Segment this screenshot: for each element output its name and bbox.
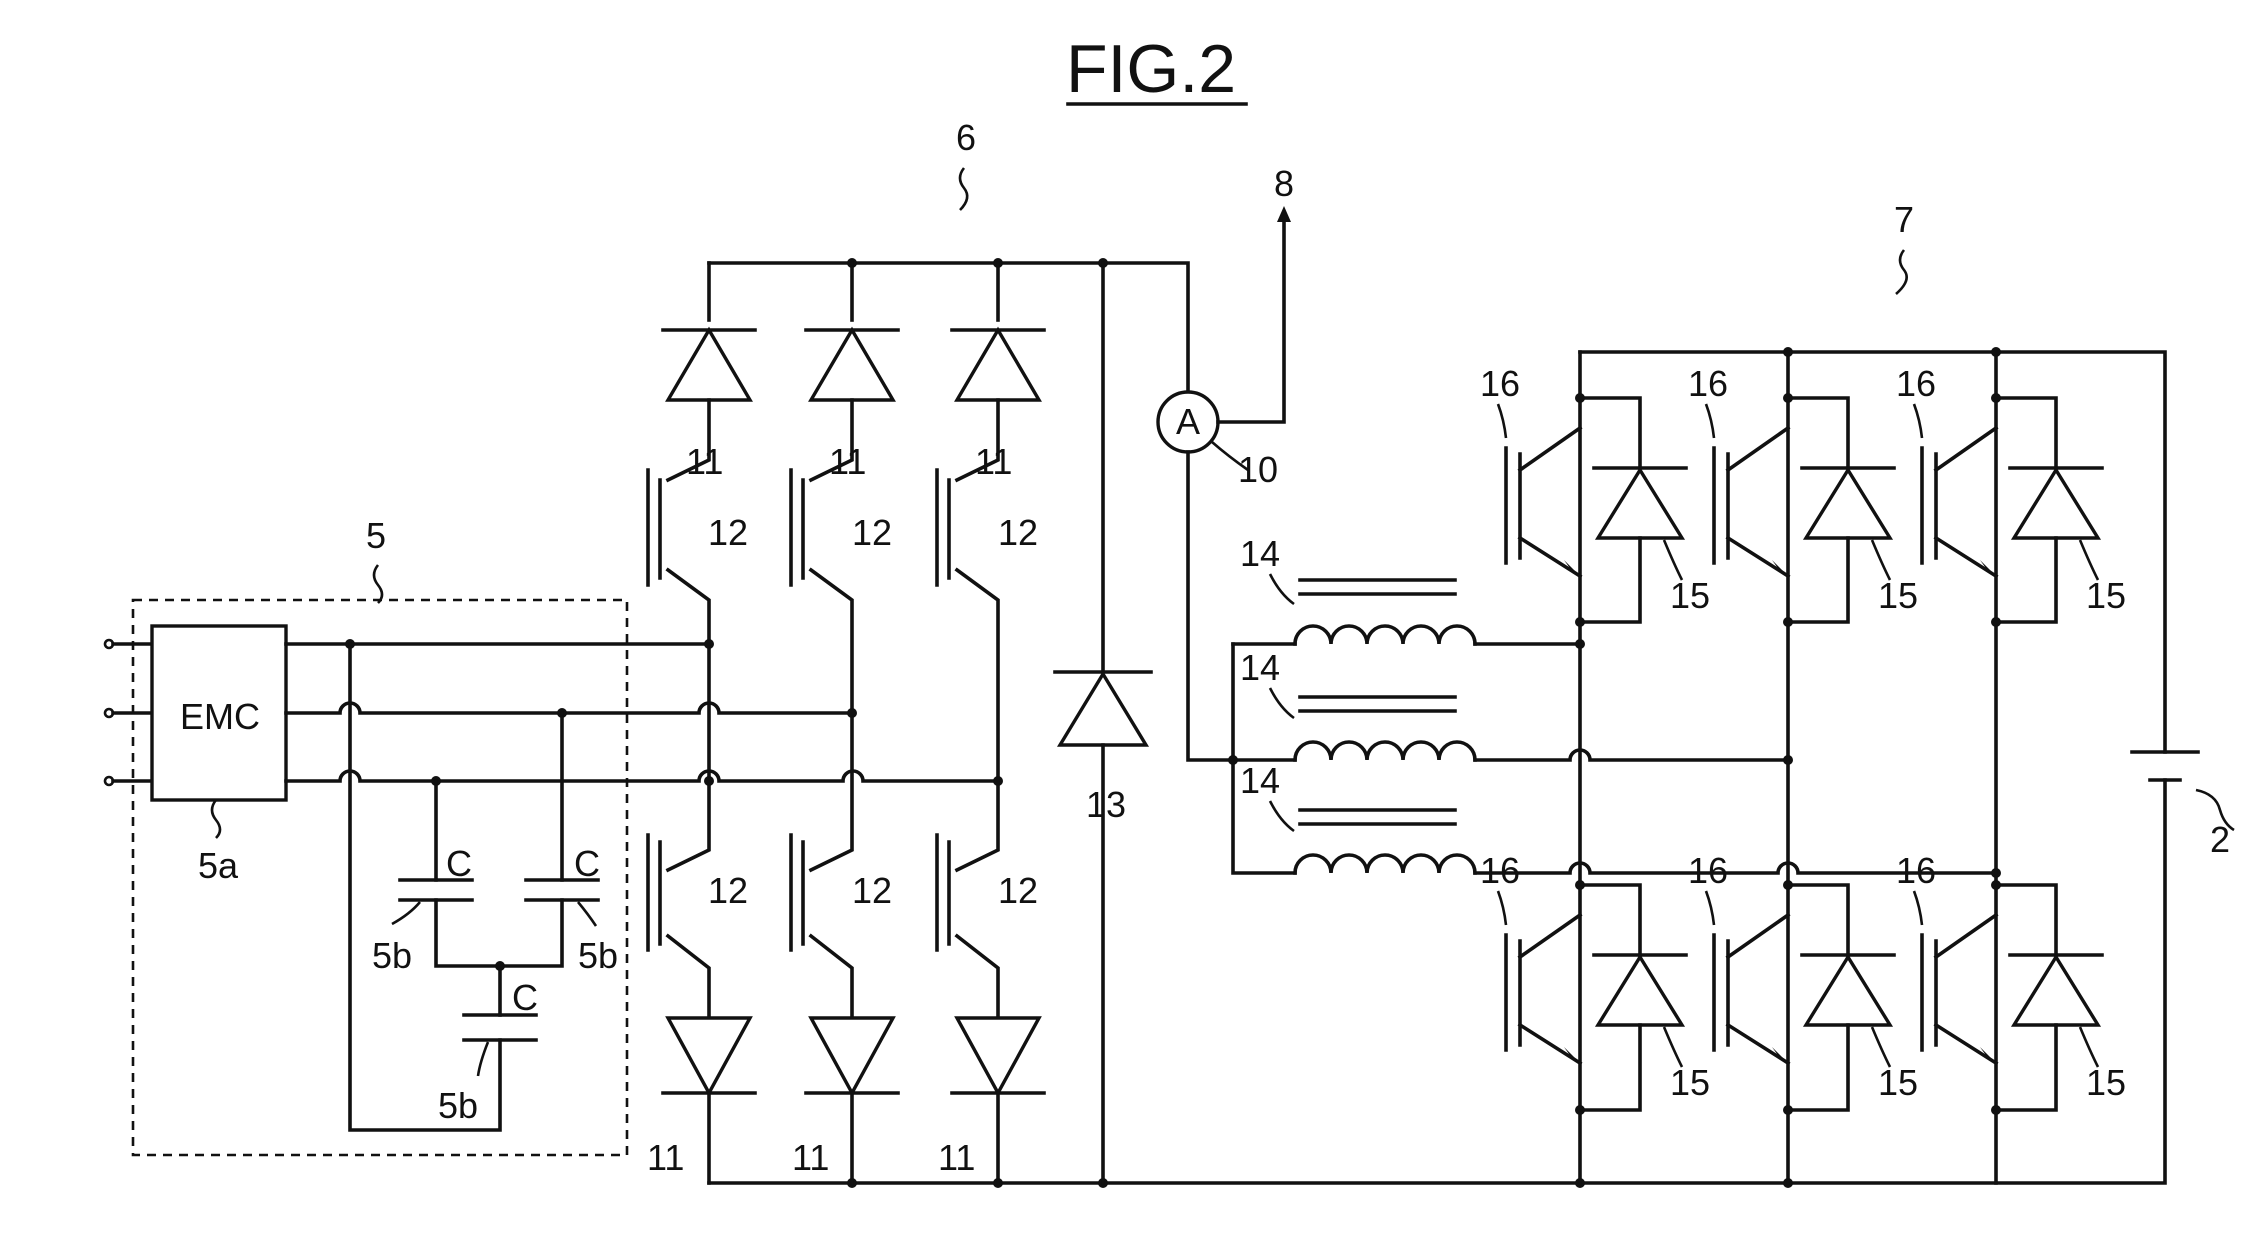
svg-text:5b: 5b xyxy=(578,935,618,976)
svg-text:12: 12 xyxy=(708,870,748,911)
rectifier-legs xyxy=(646,261,1046,1185)
svg-text:C: C xyxy=(512,977,538,1018)
svg-text:11: 11 xyxy=(647,1137,684,1178)
freewheel-diode-13: 13 xyxy=(1053,261,1153,1185)
svg-text:A: A xyxy=(1176,401,1200,442)
svg-text:5a: 5a xyxy=(198,845,239,886)
label-5: 5 xyxy=(366,515,386,604)
svg-text:11: 11 xyxy=(975,441,1012,482)
svg-text:2: 2 xyxy=(2210,819,2230,860)
svg-text:5b: 5b xyxy=(438,1085,478,1126)
svg-text:14: 14 xyxy=(1240,533,1280,574)
label-16: 16 xyxy=(1896,363,1936,404)
label-15: 15 xyxy=(2086,1062,2126,1103)
svg-text:13: 13 xyxy=(1086,784,1126,825)
svg-text:8: 8 xyxy=(1274,163,1294,204)
rectifier-rails xyxy=(707,258,2167,1188)
figure-title: FIG.2 xyxy=(1066,31,1248,107)
svg-text:14: 14 xyxy=(1240,760,1280,801)
svg-text:C: C xyxy=(574,843,600,884)
emc-filter-box: EMC xyxy=(150,624,288,802)
svg-text:11: 11 xyxy=(686,441,723,482)
label-15: 15 xyxy=(1878,575,1918,616)
svg-text:14: 14 xyxy=(1240,647,1280,688)
svg-text:10: 10 xyxy=(1238,449,1278,490)
svg-text:5b: 5b xyxy=(372,935,412,976)
svg-text:12: 12 xyxy=(852,870,892,911)
star-capacitors xyxy=(348,642,600,1132)
label-16: 16 xyxy=(1480,363,1520,404)
label-5a: 5a xyxy=(198,799,239,886)
inductor-labels: 14 14 14 xyxy=(1240,533,1295,833)
label-15: 15 xyxy=(2086,575,2126,616)
label-16: 16 xyxy=(1688,850,1728,891)
input-terminals xyxy=(103,638,154,787)
label-16: 16 xyxy=(1896,850,1936,891)
svg-text:12: 12 xyxy=(998,512,1038,553)
label-16: 16 xyxy=(1480,850,1520,891)
svg-text:7: 7 xyxy=(1894,199,1914,240)
capacitor-labels: C C C 5b 5b 5b xyxy=(372,843,618,1126)
svg-text:11: 11 xyxy=(792,1137,829,1178)
svg-text:11: 11 xyxy=(829,441,866,482)
svg-text:6: 6 xyxy=(956,117,976,158)
svg-text:C: C xyxy=(446,843,472,884)
phase-lines xyxy=(284,639,1002,786)
svg-text:12: 12 xyxy=(708,512,748,553)
svg-text:12: 12 xyxy=(998,870,1038,911)
inverter-legs xyxy=(1578,347,2001,1185)
label-15: 15 xyxy=(1670,575,1710,616)
label-15: 15 xyxy=(1878,1062,1918,1103)
svg-text:12: 12 xyxy=(852,512,892,553)
rectifier-labels: 11 11 11 12 12 12 12 12 12 11 11 11 xyxy=(647,441,1038,1178)
inductors-14 xyxy=(1228,578,2001,878)
label-15: 15 xyxy=(1670,1062,1710,1103)
svg-text:FIG.2: FIG.2 xyxy=(1066,31,1236,107)
svg-text:EMC: EMC xyxy=(180,696,260,737)
label-6: 6 xyxy=(956,117,976,211)
ammeter-10: A 8 10 xyxy=(1156,163,1294,762)
svg-text:11: 11 xyxy=(938,1137,975,1178)
label-7: 7 xyxy=(1894,199,1914,295)
label-16: 16 xyxy=(1688,363,1728,404)
svg-text:5: 5 xyxy=(366,515,386,556)
battery-2: 2 xyxy=(2130,750,2235,860)
